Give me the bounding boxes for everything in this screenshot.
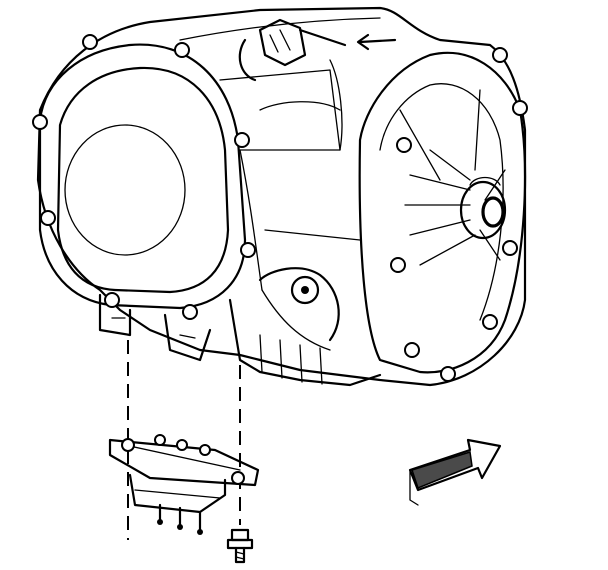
electrical-connector — [238, 18, 347, 82]
vehicle-front-arrow-icon — [408, 438, 502, 506]
internal-arrow-icon — [356, 33, 397, 51]
transfer-case-housing — [36, 6, 527, 387]
rear-output-flange — [358, 51, 527, 374]
lower-case-body — [98, 267, 382, 387]
harness-bracket — [108, 434, 260, 535]
bracket-bolt — [226, 528, 254, 564]
housing-bolts — [32, 34, 528, 382]
front-cover — [38, 43, 247, 310]
